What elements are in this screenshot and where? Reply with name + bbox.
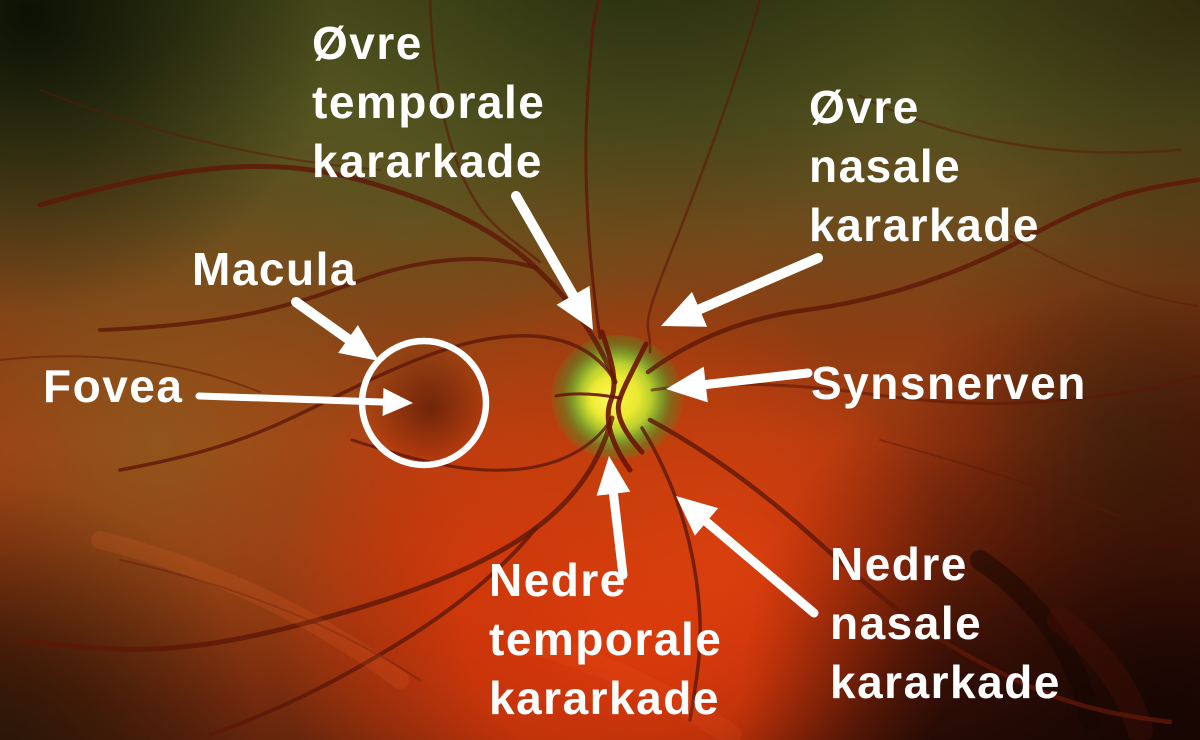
arrow-ovre-nasale [661,253,823,327]
arrow-macula [291,297,379,361]
arrow-fovea [195,388,413,417]
label-macula: Macula [192,243,357,295]
arrow-synsnerven [666,366,813,403]
label-nedre-temporale-kararkade: Nedre temporale kararkade [489,554,723,724]
arrow-ovre-temporale [511,191,593,330]
label-ovre-nasale-kararkade: Øvre nasale kararkade [809,81,1040,251]
label-ovre-temporale-kararkade: Øvre temporale kararkade [312,17,546,187]
label-nedre-nasale-kararkade: Nedre nasale kararkade [830,538,1061,708]
label-synsnerven: Synsnerven [811,357,1087,409]
disc-vessels [554,329,649,473]
arrow-nedre-temporale [596,456,631,580]
arrow-nedre-nasale [676,496,819,618]
label-fovea: Fovea [43,360,184,412]
texture-streaks [91,531,741,740]
